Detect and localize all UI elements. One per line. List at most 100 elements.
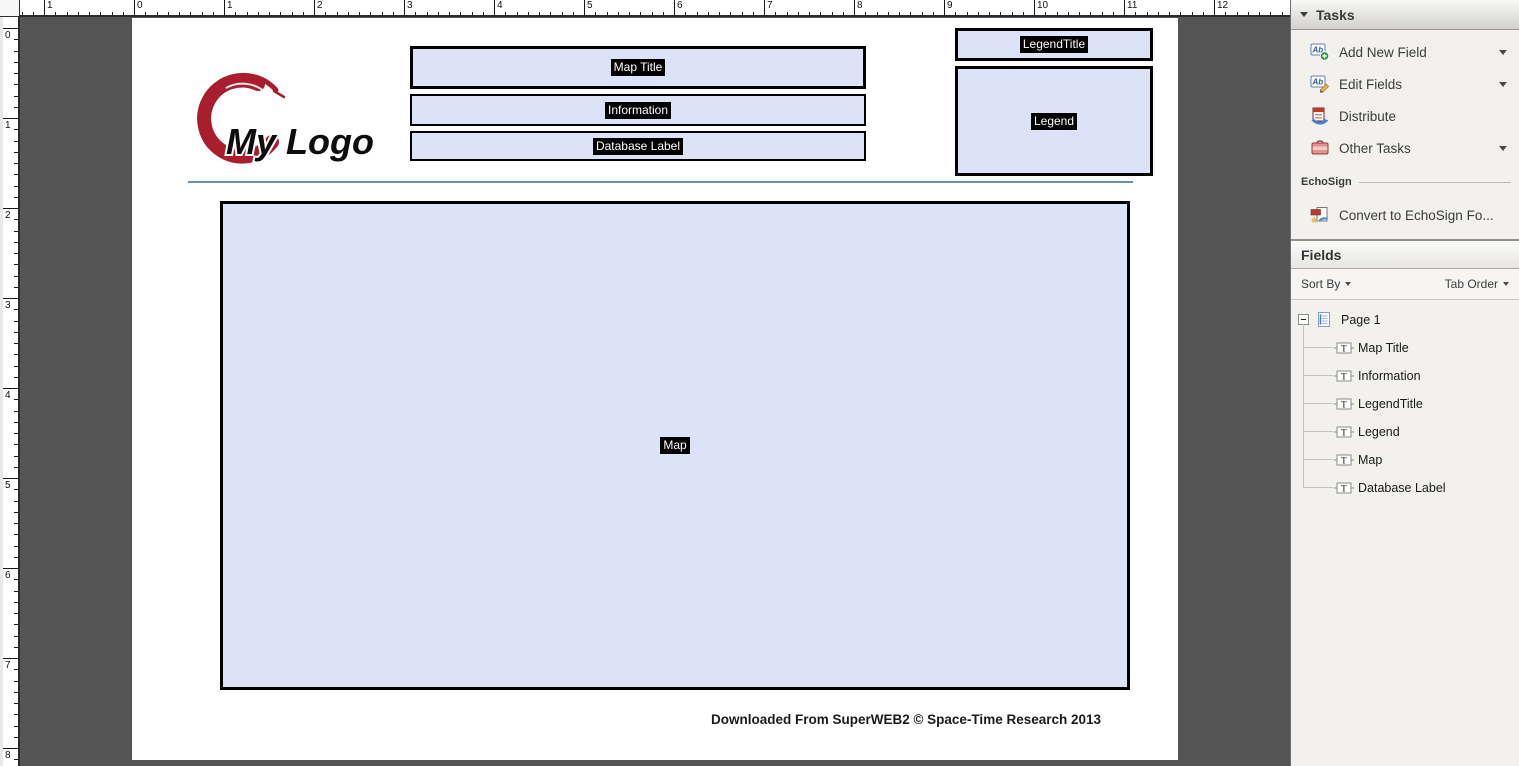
ruler-number: 6 bbox=[5, 570, 11, 581]
logo-brush-icon: My Logo bbox=[197, 72, 376, 164]
other-tasks-icon bbox=[1311, 140, 1329, 155]
tasks-panel-header[interactable]: Tasks bbox=[1291, 0, 1519, 30]
tree-item-label: Page 1 bbox=[1341, 313, 1381, 327]
ruler-number: 10 bbox=[1037, 0, 1049, 11]
ruler-number: 0 bbox=[137, 0, 143, 11]
svg-text:T: T bbox=[1341, 429, 1347, 439]
logo-text: My Logo bbox=[226, 121, 374, 162]
fields-sort-bar: Sort By Tab Order bbox=[1291, 269, 1519, 300]
edit-fields-icon: Ab bbox=[1310, 75, 1330, 93]
field-label-chip: Map bbox=[660, 437, 690, 454]
form-field-legend[interactable]: Legend bbox=[955, 66, 1153, 176]
ruler-number: 3 bbox=[5, 300, 11, 311]
echosign-section-header: EchoSign bbox=[1301, 172, 1511, 192]
text-field-icon: T bbox=[1334, 426, 1354, 439]
edit-fields-dropdown-arrow[interactable] bbox=[1499, 82, 1507, 87]
tree-item-database-label[interactable]: T Database Label bbox=[1291, 476, 1519, 500]
text-field-icon: T bbox=[1334, 398, 1354, 411]
other-tasks-dropdown-arrow[interactable] bbox=[1499, 146, 1507, 151]
text-field-icon: T bbox=[1334, 454, 1354, 467]
ruler-number: 7 bbox=[767, 0, 773, 11]
fields-panel-title: Fields bbox=[1301, 246, 1342, 263]
ruler-number: 6 bbox=[677, 0, 683, 11]
tasks-panel-title: Tasks bbox=[1316, 6, 1355, 23]
tree-item-label: Map Title bbox=[1358, 341, 1409, 355]
tree-item-map-title[interactable]: T Map Title bbox=[1291, 336, 1519, 360]
collapse-triangle-icon bbox=[1300, 12, 1308, 17]
tree-item-label: Legend bbox=[1358, 425, 1400, 439]
ruler-number: 11 bbox=[1127, 0, 1138, 11]
field-label-chip: Map Title bbox=[610, 59, 666, 76]
tree-item-legendtitle[interactable]: T LegendTitle bbox=[1291, 392, 1519, 416]
field-label-chip: Information bbox=[604, 101, 672, 119]
tree-item-information[interactable]: T Information bbox=[1291, 364, 1519, 388]
tree-item-label: Database Label bbox=[1358, 481, 1446, 495]
ruler-number: 12 bbox=[1217, 0, 1229, 11]
convert-to-echosign-label: Convert to EchoSign Fo... bbox=[1339, 207, 1494, 223]
field-label-chip: Database Label bbox=[592, 137, 684, 155]
other-tasks-button[interactable]: Other Tasks bbox=[1291, 132, 1519, 164]
ruler-number: 5 bbox=[587, 0, 593, 11]
add-new-field-label: Add New Field bbox=[1339, 44, 1427, 60]
tree-item-legend[interactable]: T Legend bbox=[1291, 420, 1519, 444]
ruler-number: 5 bbox=[5, 480, 11, 491]
panel-separator bbox=[1291, 239, 1519, 241]
svg-text:T: T bbox=[1341, 401, 1347, 411]
ruler-number: 1 bbox=[47, 0, 53, 11]
header-divider-line bbox=[188, 181, 1133, 183]
form-field-map-title[interactable]: Map Title bbox=[410, 46, 866, 89]
sort-by-dropdown[interactable]: Sort By bbox=[1301, 277, 1352, 291]
svg-text:Ab: Ab bbox=[1312, 78, 1324, 87]
tab-order-label: Tab Order bbox=[1444, 277, 1498, 291]
ruler-corner bbox=[0, 0, 20, 17]
ruler-number: 2 bbox=[317, 0, 323, 11]
echosign-divider bbox=[1358, 181, 1511, 183]
page-icon bbox=[1318, 312, 1330, 327]
tree-item-label: Map bbox=[1358, 453, 1383, 467]
sort-by-label: Sort By bbox=[1301, 277, 1341, 291]
tab-order-dropdown[interactable]: Tab Order bbox=[1445, 277, 1509, 291]
svg-text:T: T bbox=[1341, 485, 1347, 495]
form-field-database-label[interactable]: Database Label bbox=[410, 131, 866, 161]
fields-panel-header: Fields bbox=[1291, 241, 1519, 269]
tree-item-label: LegendTitle bbox=[1358, 397, 1423, 411]
convert-to-echosign-button[interactable]: Convert to EchoSign Fo... bbox=[1291, 198, 1519, 232]
field-label-chip: Legend bbox=[1030, 112, 1078, 130]
page-footer-text: Downloaded From SuperWEB2 © Space-Time R… bbox=[710, 712, 1102, 727]
text-field-icon: T bbox=[1334, 370, 1354, 383]
text-field-icon: T bbox=[1334, 342, 1354, 355]
tree-item-label: Information bbox=[1358, 369, 1421, 383]
edit-fields-button[interactable]: Ab Edit Fields bbox=[1291, 68, 1519, 100]
svg-text:Ab: Ab bbox=[1312, 46, 1324, 55]
svg-text:T: T bbox=[1341, 345, 1347, 355]
convert-echosign-icon bbox=[1310, 207, 1329, 223]
add-new-field-icon: Ab bbox=[1310, 43, 1330, 61]
text-field-icon: T bbox=[1334, 482, 1354, 495]
form-field-information[interactable]: Information bbox=[410, 94, 866, 126]
add-new-field-dropdown-arrow[interactable] bbox=[1499, 50, 1507, 55]
ruler-number: 4 bbox=[497, 0, 503, 11]
distribute-button[interactable]: Distribute bbox=[1291, 100, 1519, 132]
form-field-legend-title[interactable]: LegendTitle bbox=[955, 28, 1153, 61]
svg-text:T: T bbox=[1341, 373, 1347, 383]
ruler-number: 0 bbox=[5, 30, 11, 41]
form-field-map[interactable]: Map bbox=[220, 201, 1130, 690]
distribute-icon bbox=[1311, 107, 1329, 125]
tree-item-page-1[interactable]: Page 1 bbox=[1291, 308, 1519, 332]
sort-by-arrow-icon bbox=[1345, 282, 1352, 286]
tab-order-arrow-icon bbox=[1503, 282, 1509, 286]
add-new-field-button[interactable]: Ab Add New Field bbox=[1291, 36, 1519, 68]
tree-item-map[interactable]: T Map bbox=[1291, 448, 1519, 472]
ruler-number: 8 bbox=[857, 0, 863, 11]
my-logo-image: My Logo bbox=[178, 68, 418, 188]
ruler-number: 3 bbox=[407, 0, 413, 11]
ruler-number: 9 bbox=[947, 0, 953, 11]
right-panel: Tasks Ab Add New Field Ab Edit Fields bbox=[1290, 0, 1519, 766]
ruler-number: 8 bbox=[5, 750, 11, 761]
